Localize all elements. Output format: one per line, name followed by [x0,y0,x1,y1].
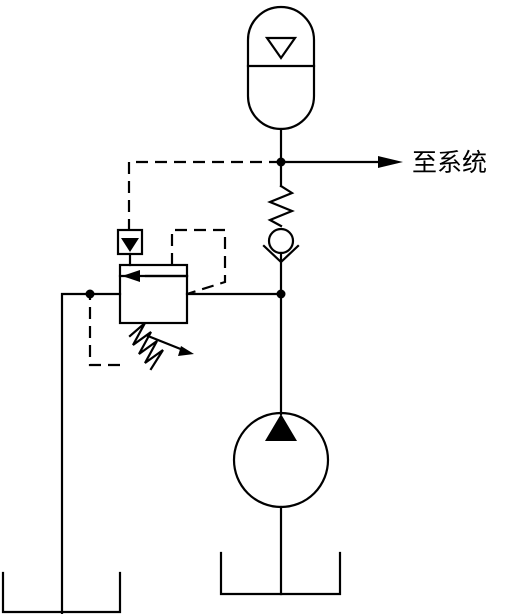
pump [232,411,330,596]
spring-icon [128,322,164,371]
unloading-valve [118,263,189,325]
arrow-right-icon [378,156,403,168]
pilot-symbol [116,228,144,267]
pilot-triangle-icon [121,238,139,252]
accumulator-triangle-icon [264,36,298,60]
adjust-arrow-icon [178,346,194,356]
pump-triangle-icon [265,414,297,441]
system-output-label: 至系统 [412,148,487,177]
return-line [60,292,122,614]
check-valve-spring-icon [267,184,295,228]
accumulator [246,5,316,131]
check-valve [262,160,300,296]
junction-dot-left [85,289,95,299]
system-output-line [279,156,403,168]
tank-right [219,551,342,596]
valve-arrow-left-icon [122,270,140,282]
adjustable-spring [128,322,194,371]
tank-left [1,571,122,614]
pilot-line-remote [127,160,281,230]
drain-line [88,294,120,367]
pilot-line-internal [170,228,227,296]
